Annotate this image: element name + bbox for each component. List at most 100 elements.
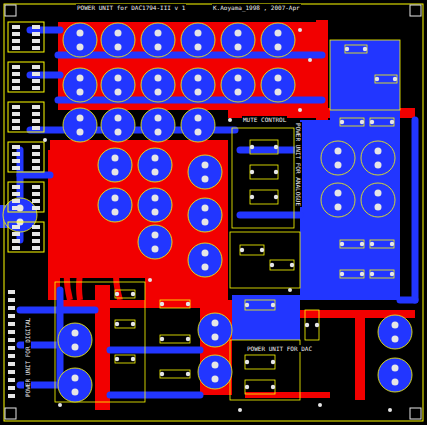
- component: [245, 300, 275, 310]
- component: [240, 245, 264, 255]
- capacitor: [188, 155, 222, 189]
- capacitor: [361, 141, 395, 175]
- vias: [43, 28, 392, 412]
- via: [318, 403, 322, 407]
- component: [370, 270, 394, 278]
- silk-label: MUTE CONTROL: [242, 116, 287, 123]
- pin-pad: [8, 354, 15, 358]
- capacitor: [101, 68, 135, 102]
- pin-pad: [8, 394, 15, 398]
- pin-pad: [8, 370, 15, 374]
- red-pour: [355, 318, 365, 400]
- silkscreen: [55, 40, 400, 402]
- board-edge: [4, 4, 423, 421]
- pin-pad: [8, 330, 15, 334]
- component: [370, 240, 394, 248]
- capacitor: [141, 108, 175, 142]
- board-title: POWER UNIT for DAC1794-III v 1: [76, 4, 186, 11]
- blue-trace: [412, 120, 419, 300]
- component: [270, 260, 294, 270]
- component: [340, 270, 364, 278]
- via: [228, 118, 232, 122]
- component: [305, 310, 319, 340]
- header-connector: [8, 222, 44, 252]
- capacitor: [198, 355, 232, 389]
- component: [250, 190, 278, 204]
- mounting-hole: [5, 408, 16, 419]
- silk-outline: [330, 40, 400, 110]
- capacitor: [378, 358, 412, 392]
- silk-outline: [232, 128, 294, 228]
- pin-pad: [8, 386, 15, 390]
- component: [245, 355, 275, 369]
- header-connector: [8, 22, 44, 52]
- component: [345, 45, 367, 53]
- capacitor: [98, 188, 132, 222]
- mounting-hole: [410, 408, 421, 419]
- component: [115, 355, 135, 363]
- red-pour: [50, 140, 228, 300]
- capacitor: [188, 243, 222, 277]
- capacitor: [63, 23, 97, 57]
- silk-outline: [55, 282, 145, 402]
- component: [160, 335, 190, 343]
- capacitor: [261, 68, 295, 102]
- component: [115, 290, 135, 298]
- capacitor: [321, 141, 355, 175]
- component: [250, 140, 278, 154]
- via: [298, 28, 302, 32]
- blue-trace: [400, 297, 415, 304]
- component: [250, 165, 278, 179]
- blue-trace: [30, 72, 60, 79]
- capacitor: [378, 315, 412, 349]
- silk-outline: [230, 232, 300, 288]
- component: [375, 75, 397, 83]
- capacitor: [361, 183, 395, 217]
- connectors: [8, 22, 44, 252]
- pin-row: [8, 290, 15, 398]
- blue-trace: [110, 392, 200, 399]
- pin-pad: [8, 322, 15, 326]
- via: [288, 288, 292, 292]
- pin-pad: [8, 362, 15, 366]
- blue-pour: [232, 295, 300, 340]
- red-trace: [116, 245, 140, 300]
- capacitor: [321, 183, 355, 217]
- capacitor: [138, 188, 172, 222]
- header-connector: [8, 182, 44, 212]
- capacitor: [221, 23, 255, 57]
- red-trace: [79, 240, 110, 300]
- blue-trace: [20, 172, 50, 179]
- capacitor: [63, 108, 97, 142]
- board-outline: [4, 4, 423, 421]
- capacitor: [198, 313, 232, 347]
- pin-pad: [8, 298, 15, 302]
- component: [115, 320, 135, 328]
- capacitor: [63, 68, 97, 102]
- pin-pad: [8, 378, 15, 382]
- silk-label: POWER UNIT FOR ANALOGUE: [295, 122, 302, 207]
- component: [245, 380, 275, 394]
- capacitor: [138, 225, 172, 259]
- header-connector: [8, 142, 44, 172]
- via: [238, 408, 242, 412]
- component: [340, 240, 364, 248]
- via: [388, 408, 392, 412]
- capacitor: [181, 68, 215, 102]
- silk-label: POWER UNIT FOR DAC: [246, 345, 313, 352]
- pin-pad: [8, 314, 15, 318]
- pin-pad: [8, 338, 15, 342]
- capacitor: [98, 148, 132, 182]
- component: [160, 370, 190, 378]
- blue-trace: [110, 347, 200, 354]
- silk-label: K.Aoyama_1998 , 2007-Apr: [212, 4, 301, 11]
- capacitor: [101, 23, 135, 57]
- via: [148, 278, 152, 282]
- silk-label: POWER UNIT FOR DIGITAL: [24, 317, 31, 398]
- component: [160, 300, 190, 308]
- capacitor: [221, 68, 255, 102]
- capacitor: [58, 368, 92, 402]
- via: [298, 108, 302, 112]
